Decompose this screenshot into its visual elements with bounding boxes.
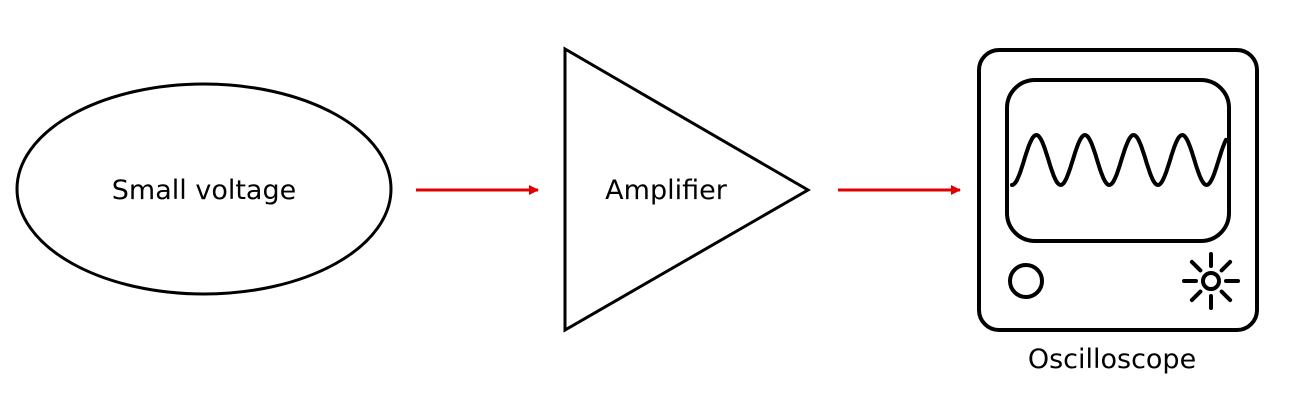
amplifier-triangle [563,46,811,333]
oscilloscope-screen [1005,78,1231,243]
brightness-ray [1189,259,1203,273]
brightness-ray [1219,289,1233,303]
brightness-ray [1189,289,1203,303]
amplifier-node: Amplifier [563,46,811,333]
source-ellipse [15,82,393,296]
display-node: Oscilloscope [977,48,1259,375]
display-label: Oscilloscope [1028,344,1196,375]
source-label: Small voltage [112,175,296,206]
oscilloscope-case [977,48,1259,332]
sine-wave-trace [1010,132,1228,188]
source-node: Small voltage [15,82,393,296]
brightness-ray [1219,259,1233,273]
amplifier-label: Amplifier [605,175,728,206]
knob-icon [1008,263,1044,299]
brightness-icon [1182,252,1240,310]
